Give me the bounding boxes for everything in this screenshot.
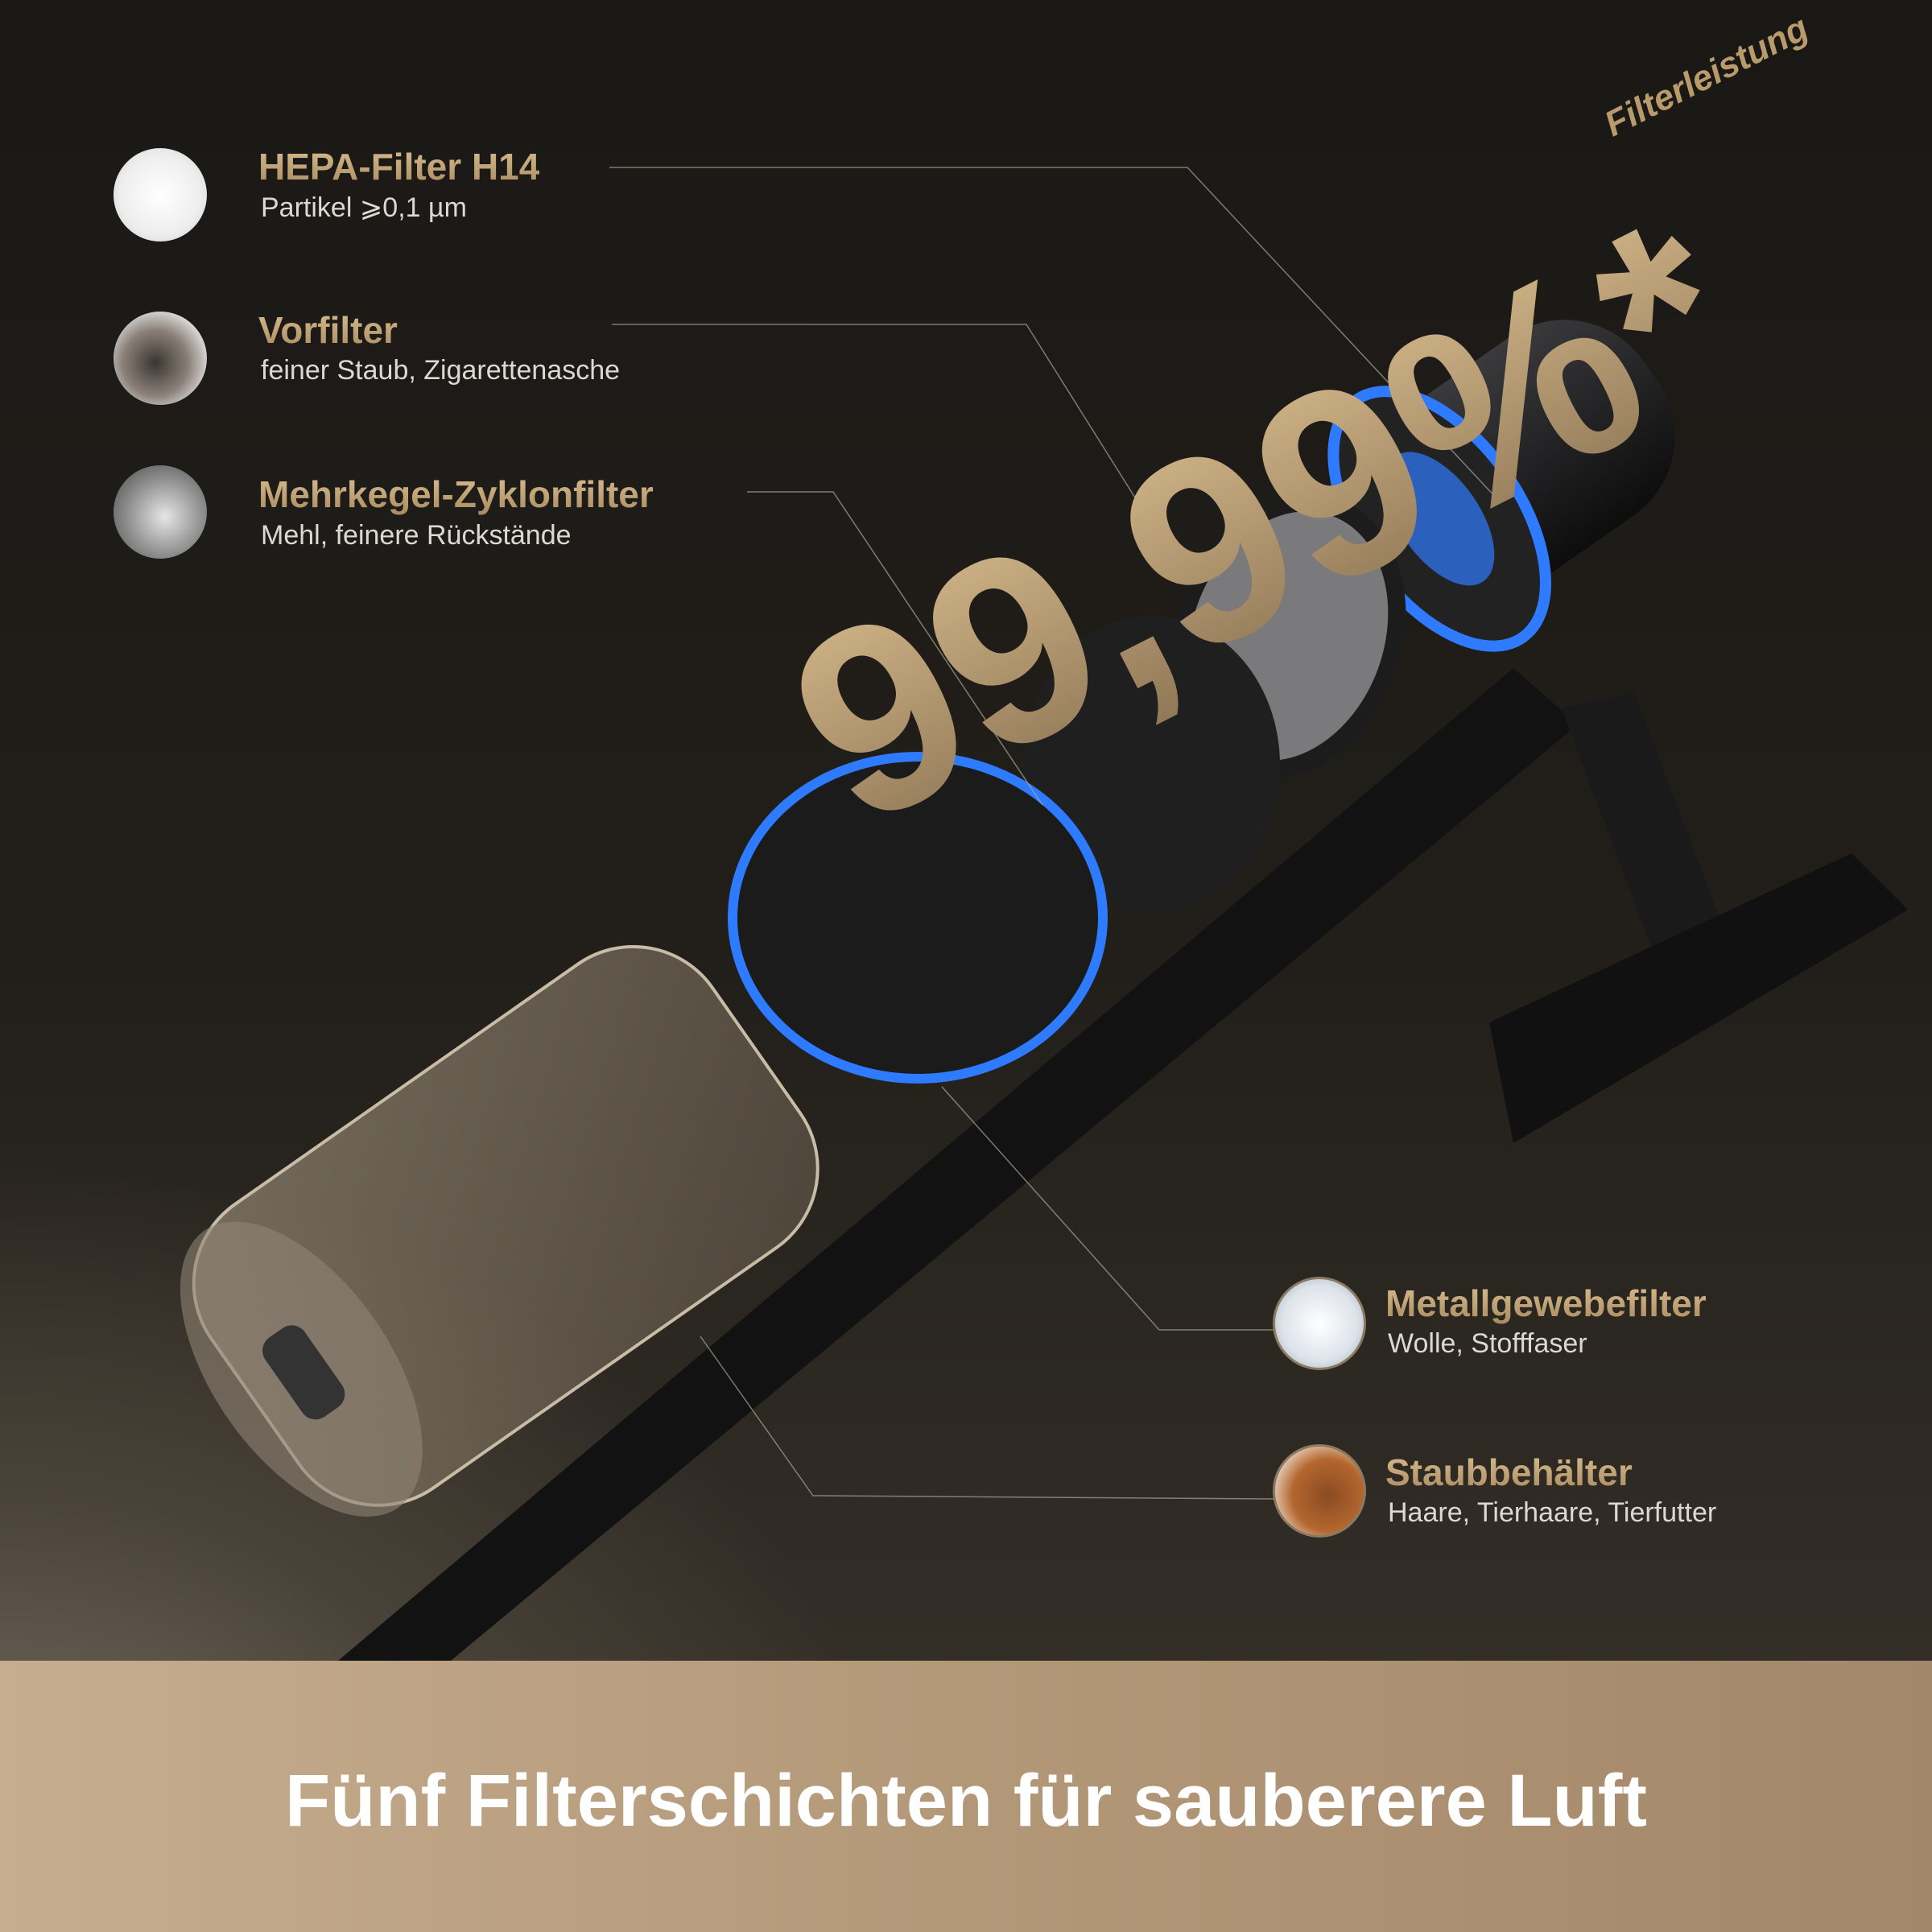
motor-housing <box>1327 320 1675 652</box>
filter-title: Staubbehälter <box>1385 1451 1633 1493</box>
vacuum-wand <box>338 668 1578 1661</box>
vacuum-handle <box>1489 692 1908 1143</box>
filter-subtitle: Partikel ⩾0,1 µm <box>261 192 467 223</box>
dust-bin <box>180 944 819 1517</box>
leader-lines <box>609 167 1498 1500</box>
pet-food-icon <box>1273 1444 1366 1538</box>
headline: Fünf Filterschichten für sauberere Luft <box>285 1760 1647 1842</box>
cyclone-cone <box>1022 616 1280 914</box>
vacuum-illustration <box>180 167 1908 1661</box>
filter-subtitle: Haare, Tierhaare, Tierfutter <box>1388 1497 1717 1528</box>
filter-subtitle: feiner Staub, Zigarettenasche <box>261 355 621 386</box>
filter-title: Vorfilter <box>258 309 398 351</box>
filter-subtitle: Mehl, feinere Rückstände <box>261 520 572 551</box>
fiber-texture-icon <box>1273 1277 1366 1370</box>
prefilter-texture-icon <box>114 312 207 405</box>
filter-title: Metallgewebefilter <box>1385 1282 1707 1324</box>
filter-title: HEPA-Filter H14 <box>258 146 540 188</box>
hepa-texture-icon <box>114 148 207 242</box>
mesh-filter-cylinder <box>728 752 1108 1084</box>
flour-texture-icon <box>114 465 207 559</box>
filter-subtitle: Wolle, Stofffaser <box>1388 1328 1587 1359</box>
headline-band <box>0 1661 1932 1932</box>
filter-title: Mehrkegel-Zyklonfilter <box>258 473 654 515</box>
